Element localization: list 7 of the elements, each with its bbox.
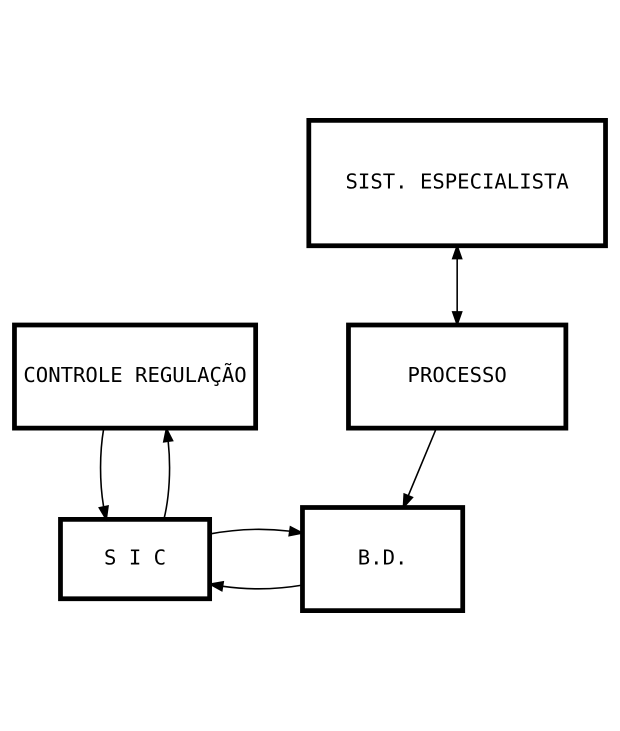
node-box: SIST. ESPECIALISTA — [306, 118, 608, 248]
node-box: S I C — [58, 517, 212, 602]
node-box: PROCESSO — [346, 322, 568, 431]
arrow — [210, 526, 305, 537]
node-box: B.D. — [300, 505, 466, 614]
node-box: CONTROLE REGULAÇÃO — [12, 322, 258, 431]
arrow — [98, 428, 109, 522]
